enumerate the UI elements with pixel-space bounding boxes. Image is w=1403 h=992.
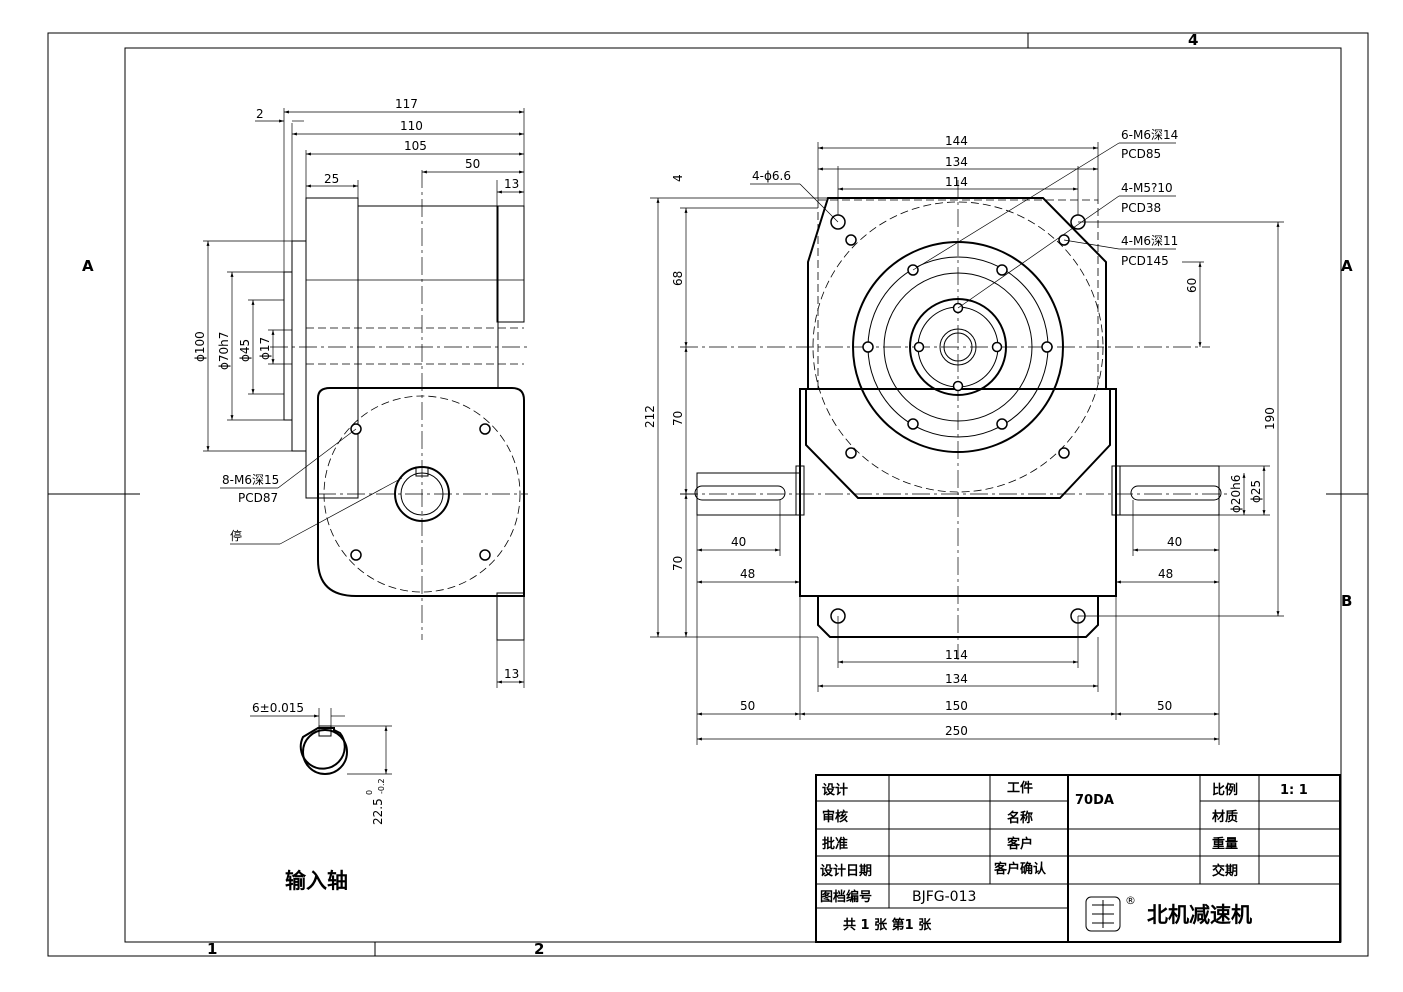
key-depth-tol-upper: 0	[365, 790, 374, 795]
key-depth-label: 22.5	[371, 798, 385, 825]
dim-134-bottom: 134	[945, 672, 968, 686]
callout-pcd38: PCD38	[1121, 201, 1161, 215]
tb-review: 审核	[822, 809, 848, 825]
tb-drawing-no-label: 图档编号	[820, 889, 872, 905]
dim-dia-70h7: ϕ70h7	[217, 332, 231, 370]
dim-shaft-dia-25: ϕ25	[1249, 480, 1263, 503]
zone-label-right-a: A	[1341, 257, 1353, 275]
tb-name: 名称	[1007, 810, 1033, 826]
dim-134-top: 134	[945, 155, 968, 169]
title-block: 设计 审核 批准 设计日期 工件 名称 70DA 客户 客户确认 比例 1: 1…	[815, 774, 1341, 943]
callout-pcd87: PCD87	[238, 491, 278, 505]
bolt-hole	[350, 549, 362, 561]
dim-40-left: 40	[731, 535, 746, 549]
dim-shaft-dia-20: ϕ20h6	[1229, 475, 1243, 513]
tb-weight: 重量	[1212, 836, 1238, 852]
dim-4: 4	[671, 174, 685, 182]
tb-scale-value: 1: 1	[1280, 783, 1308, 798]
company-logo: ®	[1085, 894, 1136, 932]
tb-design: 设计	[822, 782, 848, 798]
dim-68: 68	[671, 271, 685, 286]
tb-drawing-no: BJFG-013	[912, 889, 976, 905]
dim-250: 250	[945, 724, 968, 738]
callout-6-m6: 6-M6深14	[1121, 128, 1178, 142]
zone-label-bottom-2: 2	[534, 940, 544, 958]
dim-48-right: 48	[1158, 567, 1173, 581]
tb-sheets: 共 1 张 第1 张	[843, 917, 932, 933]
tb-scale-label: 比例	[1212, 782, 1238, 798]
dim-dia-17: ϕ17	[258, 337, 272, 360]
key-detail: 6±0.015 22.5 0 -0.2 输入轴	[250, 701, 392, 893]
dim-70-upper: 70	[671, 411, 685, 426]
dim-117: 117	[395, 97, 418, 111]
dim-114-bottom: 114	[945, 648, 968, 662]
callout-pcd85: PCD85	[1121, 147, 1161, 161]
dim-50-right: 50	[1157, 699, 1172, 713]
zone-label-bottom-1: 1	[207, 940, 217, 958]
dim-60: 60	[1185, 278, 1199, 293]
tb-delivery: 交期	[1212, 863, 1238, 879]
tb-approve: 批准	[822, 836, 848, 852]
callout-4-m5: 4-M5?10	[1121, 181, 1173, 195]
bolt-hole	[479, 549, 491, 561]
zone-label-right-b: B	[1341, 592, 1352, 610]
dim-105: 105	[404, 139, 427, 153]
tb-company-name: 北机减速机	[1147, 903, 1252, 927]
bolt-hole	[479, 423, 491, 435]
input-shaft-label: 输入轴	[285, 869, 348, 893]
dim-212: 212	[643, 405, 657, 428]
dim-13-bottom: 13	[504, 667, 519, 681]
dim-40-right: 40	[1167, 535, 1182, 549]
registered-mark: ®	[1125, 894, 1136, 907]
tb-material: 材质	[1212, 809, 1238, 825]
callout-4-m6: 4-M6深11	[1121, 234, 1178, 248]
tb-design-date: 设计日期	[820, 863, 872, 879]
callout-pcd145: PCD145	[1121, 254, 1169, 268]
tb-part: 工件	[1007, 780, 1033, 796]
tb-model: 70DA	[1075, 793, 1114, 808]
drawing-frame: 4 1 2 A A B	[47, 31, 1369, 958]
key-depth-tol-lower: -0.2	[377, 778, 386, 794]
dim-50: 50	[465, 157, 480, 171]
front-view: 144 134 114 212 4 68 70 70 190 60 ϕ20h6 …	[643, 128, 1284, 745]
dim-25: 25	[324, 172, 339, 186]
dim-114-top: 114	[945, 175, 968, 189]
dim-2: 2	[256, 107, 264, 121]
dim-70-lower: 70	[671, 556, 685, 571]
tb-customer: 客户	[1007, 836, 1033, 852]
side-view: 117 110 105 50 2 25 13 13 ϕ100 ϕ70h7 ϕ45…	[193, 97, 530, 688]
callout-8-m6: 8-M6深15	[222, 473, 279, 487]
dim-50-left: 50	[740, 699, 755, 713]
tb-customer-confirm: 客户确认	[994, 861, 1047, 877]
dim-150: 150	[945, 699, 968, 713]
dim-110: 110	[400, 119, 423, 133]
dim-dia-45: ϕ45	[238, 339, 252, 362]
callout-stop: 停	[230, 528, 242, 543]
zone-label-top-4: 4	[1188, 31, 1198, 49]
key-width-label: 6±0.015	[252, 701, 304, 715]
dim-144: 144	[945, 134, 968, 148]
dim-48-left: 48	[740, 567, 755, 581]
dim-190: 190	[1263, 407, 1277, 430]
dim-dia-100: ϕ100	[193, 331, 207, 362]
dim-13-top: 13	[504, 177, 519, 191]
callout-4-hole-6-6: 4-ϕ6.6	[752, 169, 791, 183]
zone-label-left-a: A	[82, 257, 94, 275]
